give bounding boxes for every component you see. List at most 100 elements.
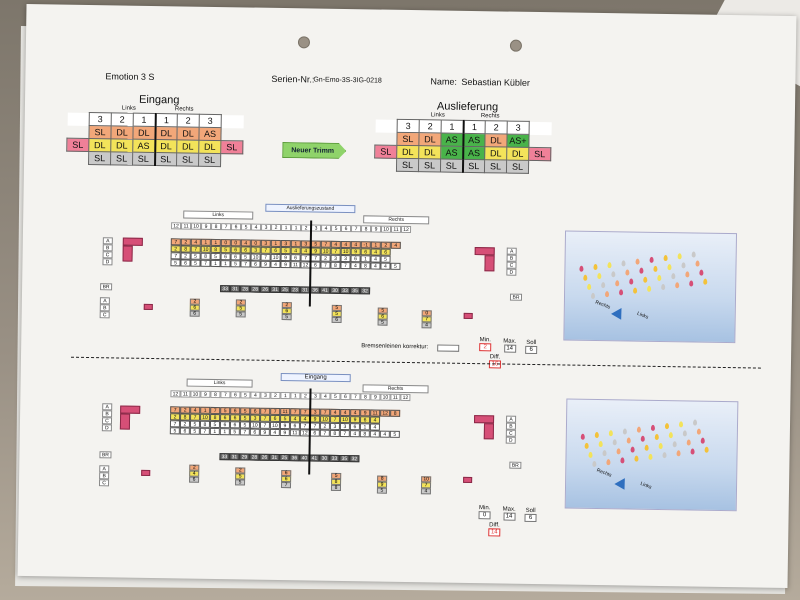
min-label: Min. [479,337,492,344]
line-drop-marker [611,271,616,278]
brake-correction-input[interactable] [437,344,460,352]
line-drop-marker [626,437,631,444]
min-value: 2 [479,343,492,352]
line-drop-marker [598,441,603,448]
line-value: 7 [320,261,331,269]
column-number: 10 [190,390,201,398]
stabilo-block [119,413,131,430]
column-number: 12 [400,225,412,234]
column-number: 10 [380,393,391,401]
min-value: 0 [478,511,491,520]
column-number: 11 [390,225,402,233]
line-drop-marker [590,292,596,299]
soll-label: Soll [526,339,537,347]
column-number: 5 [330,392,341,400]
br-label: BR [100,283,113,291]
column-number: 3 [311,224,322,232]
line-value: 5 [169,427,180,435]
line-value: 8 [359,430,370,438]
sum-value: 28 [240,285,251,293]
row-label: C [99,311,110,319]
trim-side-cell: SL [374,144,397,159]
trim-side-cell: SL [66,138,89,152]
trim-cell: DL [176,139,199,154]
line-value: 4 [379,430,390,438]
line-drop-marker [607,262,612,269]
col-header: 3 [507,121,530,135]
line-value: 6 [309,429,320,437]
stabilo-block [141,469,151,476]
sum-value: 36 [310,286,321,294]
neuer-trimm-button[interactable]: Neuer Trimm [282,142,346,159]
column-number: 11 [180,390,191,398]
column-number: 5 [330,224,342,232]
line-drop-marker [661,283,666,291]
line-drop-marker [654,433,659,440]
column-number: 5 [241,223,252,231]
sum-value: 32 [360,287,371,295]
diff-label: Diff. [489,522,500,529]
column-number: 12 [170,390,181,398]
line-value: 8 [330,261,341,269]
serial-label: Serien-Nr.: [271,73,315,85]
line-value: 7 [240,260,251,268]
serial-value: Gn-Emo-3S-3IG-0218 [313,76,382,85]
line-value: 1 [219,428,230,436]
punch-hole-right [509,39,523,52]
line-value: 1 [220,260,231,268]
col-header: 3 [89,112,112,126]
line-drop-marker [580,433,585,440]
sum-value: 29 [239,453,250,461]
bottom-wing-profile-image: Rechts Links [564,398,739,512]
line-drop-marker [612,439,617,446]
trim-cell: DL [132,126,156,140]
line-drop-marker [644,444,649,451]
sum-value: 30 [330,286,341,294]
column-number: 10 [380,225,392,233]
line-drop-marker [592,460,597,467]
column-number: 2 [271,223,282,232]
col-header: 1 [463,120,486,134]
line-drop-marker [620,457,625,464]
trim-cell: AS [198,127,222,141]
line-value: 4 [370,262,381,270]
sum-value: 25 [280,286,291,294]
col-header: 1 [441,120,464,134]
line-drop-marker [663,255,668,262]
line-drop-marker [636,426,641,433]
line-drop-marker [608,430,613,437]
column-number: 1 [280,392,291,400]
max-value: 14 [503,344,516,353]
trim-cell: DL [198,140,221,154]
sum-value: 32 [349,455,360,463]
chart-links-label: Links [636,310,650,321]
sum-value: 28 [250,285,261,293]
sum-value: 26 [260,285,271,293]
bottom-diff-stat: Diff.14 [488,522,501,537]
line-drop-marker [615,280,620,287]
auslieferung-title: Auslieferung [436,100,499,114]
trim-cell: DL [396,145,419,159]
line-drop-marker [619,289,624,296]
name-value: Sebastian Kübler [461,76,530,88]
line-value: 7 [319,429,330,437]
trim-cell: AS [462,133,486,147]
sum-value: 28 [249,453,260,461]
trim-cell: DL [484,133,508,148]
line-drop-marker [588,451,593,458]
line-value: 5 [189,427,200,435]
line-drop-marker [664,423,670,430]
top-wing-profile-image: Rechts Links [563,230,738,344]
stabilo-block [474,247,495,256]
line-value: 12 [380,409,391,417]
trim-cell: DL [506,147,529,161]
col-header: 2 [485,120,508,135]
line-value: 4 [380,262,391,270]
model-name: Emotion 3 S [105,71,155,83]
trim-cell: AS [440,146,463,160]
